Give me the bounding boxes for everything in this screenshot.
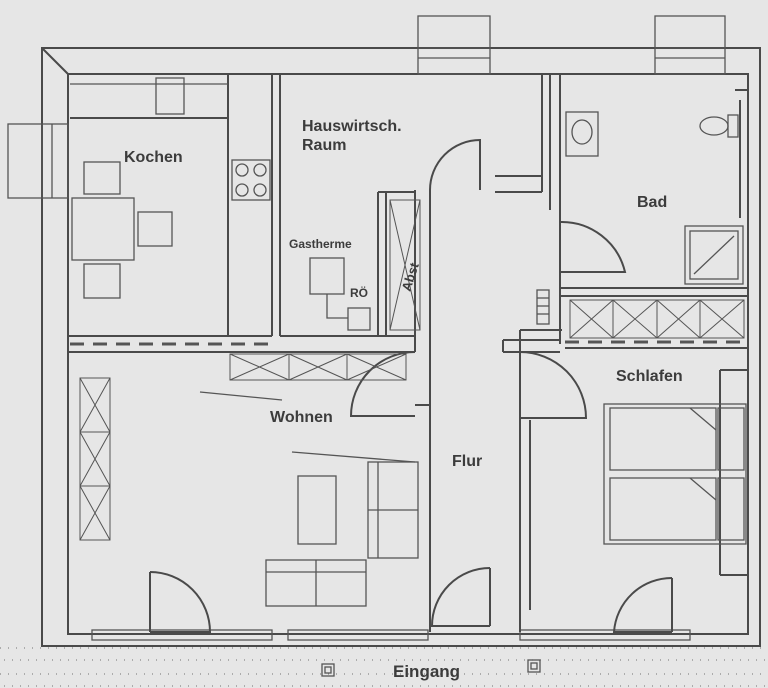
room-label-bad: Bad	[637, 194, 667, 211]
room-label-hauswirtschaft-2: Raum	[302, 137, 346, 154]
dashed-lines	[70, 340, 748, 346]
ground-dots	[0, 647, 768, 687]
bedroom-furniture	[603, 403, 747, 545]
room-label-flur: Flur	[452, 453, 482, 470]
doors	[149, 138, 673, 633]
utility-fixtures	[309, 257, 371, 331]
entrance-marker-right	[527, 659, 541, 673]
entrance-marker-left	[321, 663, 335, 677]
fixture-label-ro: RÖ	[350, 285, 368, 300]
living-furniture	[199, 391, 419, 607]
fixture-label-gastherme: Gastherme	[289, 237, 352, 251]
interior-walls	[68, 74, 748, 632]
room-label-wohnen: Wohnen	[270, 409, 333, 426]
room-label-hauswirtschaft-1: Hauswirtsch.	[302, 118, 402, 135]
room-label-schlafen: Schlafen	[616, 368, 683, 385]
flur-radiator	[536, 289, 550, 325]
windows	[7, 15, 726, 641]
entrance-label: Eingang	[393, 662, 460, 681]
kitchen-furniture	[71, 77, 271, 299]
outer-walls	[41, 47, 761, 647]
bathroom-fixtures	[565, 111, 744, 285]
room-label-kochen: Kochen	[124, 149, 183, 166]
closets	[79, 199, 745, 541]
